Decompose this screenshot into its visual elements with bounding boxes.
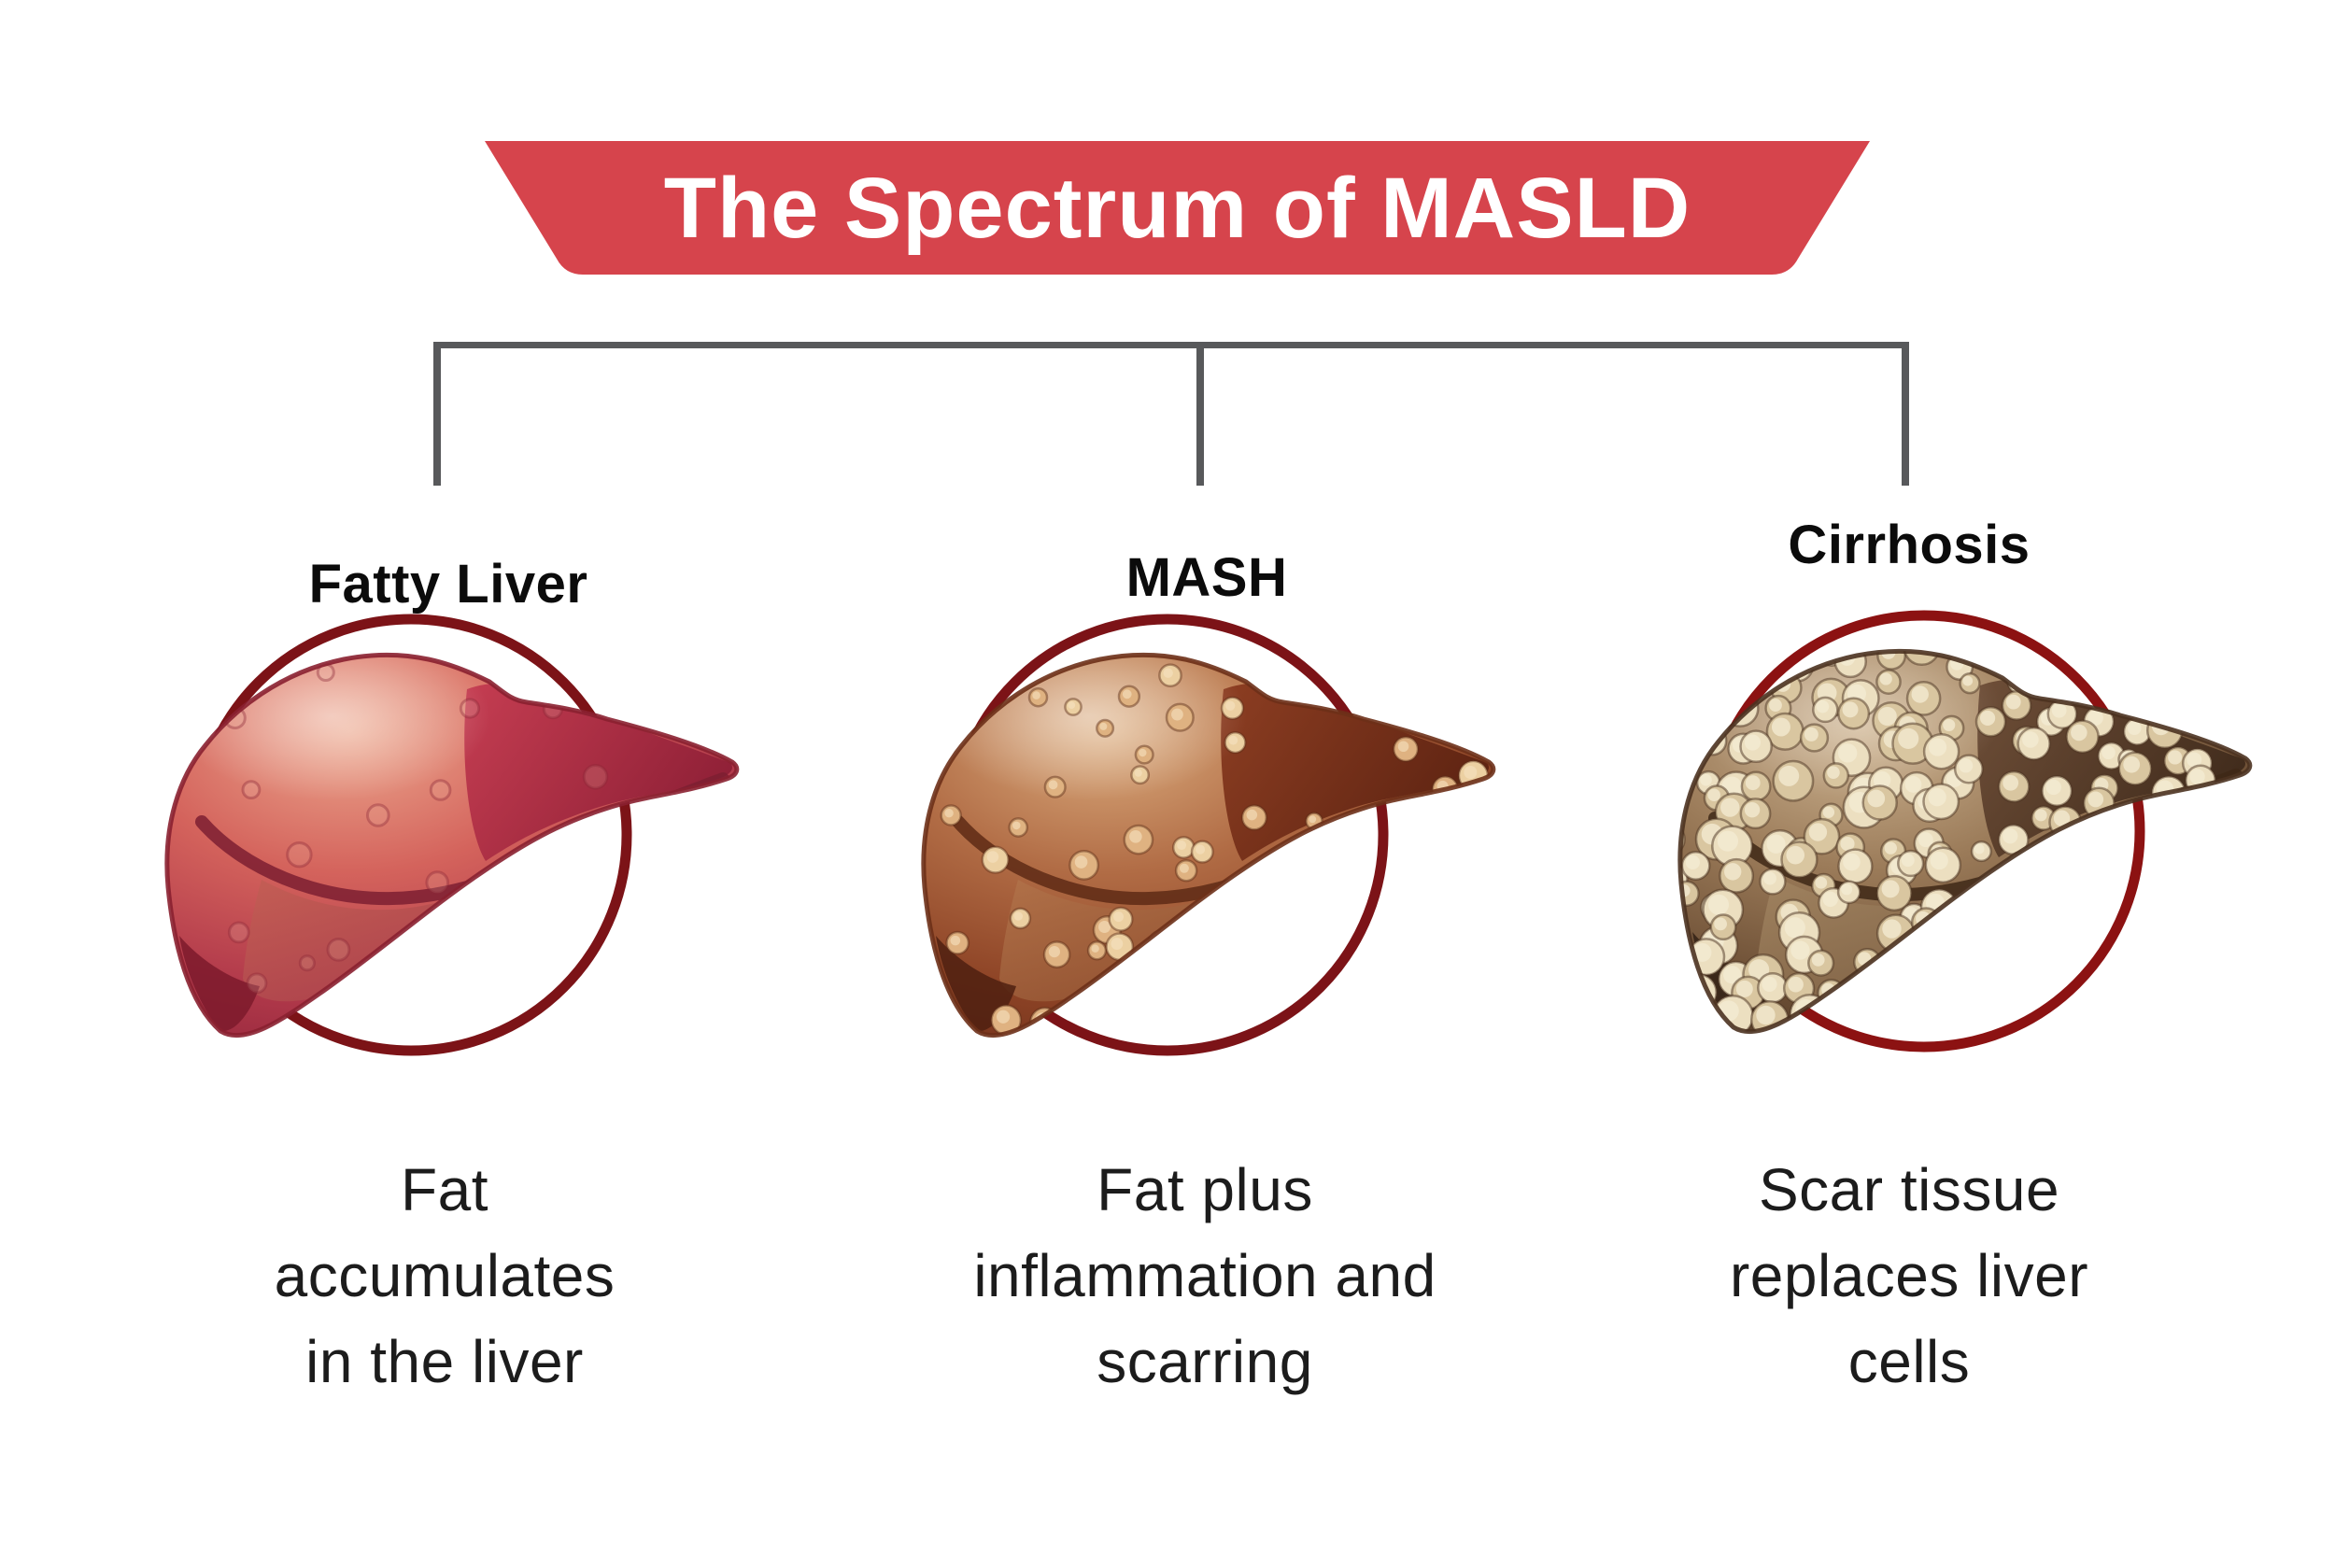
mash-liver-icon [921, 614, 1496, 1056]
stage-label-mash: MASH [1125, 547, 1288, 608]
stage-label-cirrhosis: Cirrhosis [1788, 515, 2031, 575]
fatty-liver-illustration [112, 572, 766, 1095]
connector-vertical-line-middle [1196, 342, 1204, 486]
banner-ribbon-shape [485, 141, 1870, 275]
stage-caption-cirrhosis: Scar tissue replaces liver cells [1729, 1156, 2089, 1395]
stage-caption-mash: Fat plus inflammation and scarring [973, 1156, 1436, 1395]
connector-vertical-line-left [433, 342, 441, 486]
connector-horizontal-line [433, 342, 1909, 348]
connector-vertical-line-right [1902, 342, 1909, 486]
stage-caption-fatty-liver: Fat accumulates in the liver [274, 1156, 616, 1395]
cirrhosis-liver-icon [1677, 610, 2253, 1052]
fatty-liver-icon [164, 614, 740, 1056]
mash-liver-illustration [869, 572, 1522, 1095]
title-banner: The Spectrum of MASLD [483, 141, 1872, 276]
cirrhosis-liver-illustration [1625, 568, 2279, 1091]
stage-label-fatty-liver: Fatty Liver [308, 554, 588, 614]
page-title: The Spectrum of MASLD [663, 161, 1691, 256]
